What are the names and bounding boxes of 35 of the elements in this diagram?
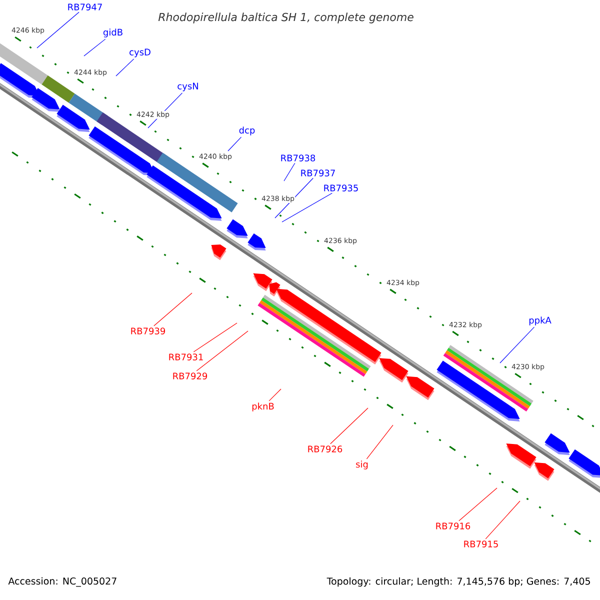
gene-label: ppkA: [529, 316, 552, 326]
leader-line: [36, 12, 80, 48]
leader-line: [154, 292, 192, 326]
gene-label: RB7926: [308, 446, 342, 452]
accession-text: Accession: NC_005027: [8, 577, 116, 587]
gene-label: sig: [356, 460, 368, 470]
gene-label: RB7939: [131, 328, 166, 334]
gene-label: cysD: [130, 48, 150, 58]
leader-line: [330, 408, 368, 444]
leader-line: [84, 38, 106, 56]
leader-line: [366, 424, 394, 460]
genome-summary-text: Topology: circular; Length: 7,145,576 bp; Genes: 7,405: [326, 577, 590, 587]
gene-label: RB7929: [173, 372, 208, 380]
gene-label: RB7931: [169, 354, 203, 360]
leader-line: [458, 488, 498, 522]
gene-label: RB7938: [281, 154, 316, 162]
gene-label: RB7916: [436, 522, 470, 530]
gene-label: RB7915: [464, 540, 498, 548]
leader-line: [193, 322, 238, 352]
leader-line: [282, 192, 332, 222]
leader-line: [500, 326, 535, 364]
gene-label: RB7947: [68, 4, 102, 10]
gene-label: pknB: [252, 402, 274, 412]
leader-line: [485, 500, 520, 540]
gene-label: dcp: [239, 126, 255, 136]
leader-line: [284, 162, 296, 182]
gene-label: gidB: [103, 28, 122, 38]
gene-label: RB7935: [324, 184, 358, 192]
gene-label: RB7937: [301, 170, 335, 176]
gene-label: cysN: [178, 82, 198, 92]
title: Rhodopirellula baltica SH 1, complete genome: [158, 12, 414, 24]
leader-line: [196, 330, 248, 372]
leader-line: [228, 136, 242, 152]
leader-line: [116, 58, 134, 76]
leader-line: [268, 388, 282, 402]
